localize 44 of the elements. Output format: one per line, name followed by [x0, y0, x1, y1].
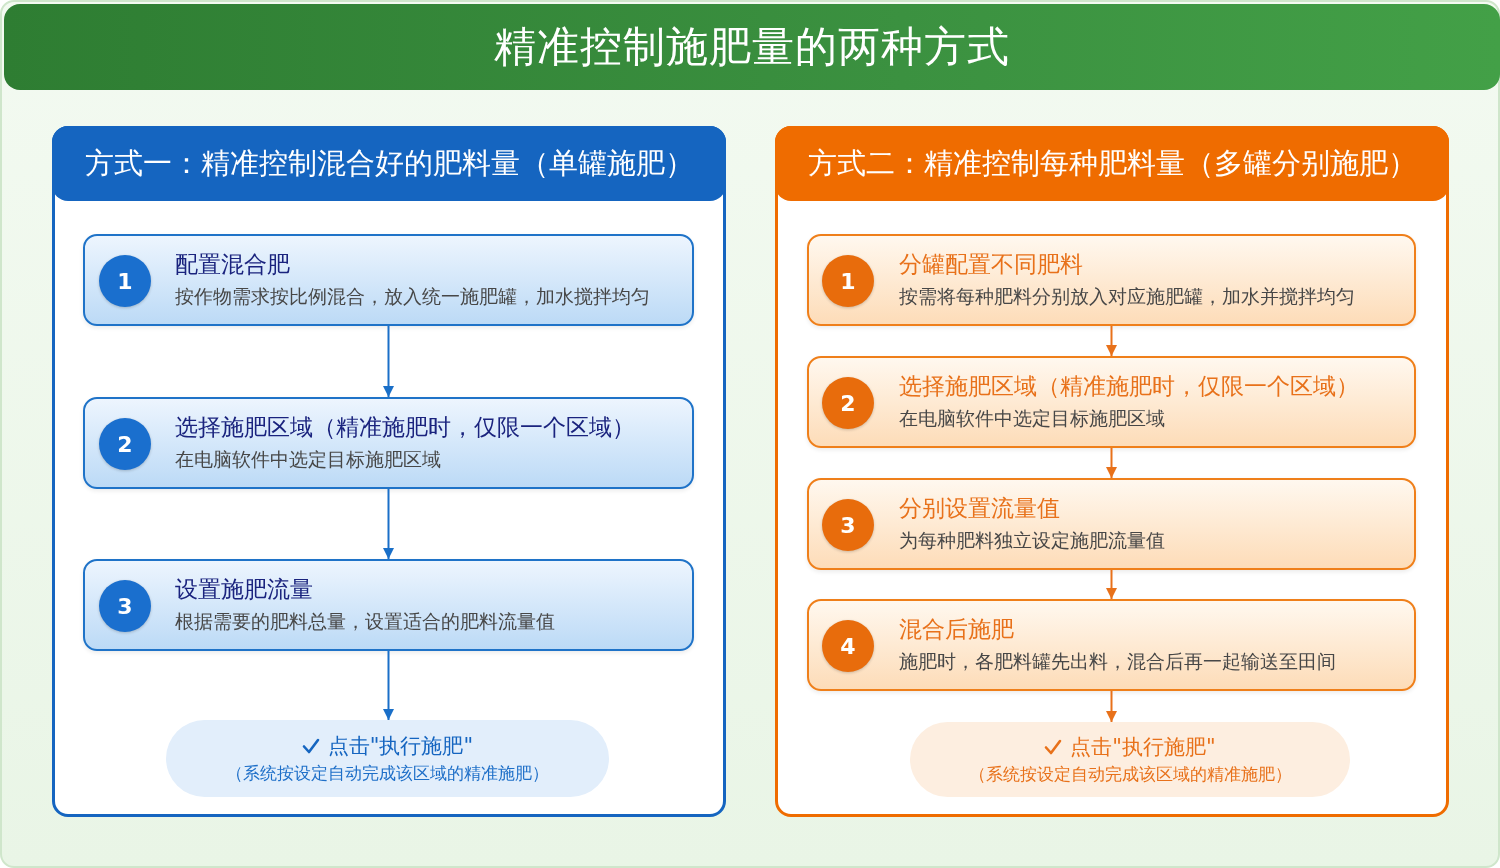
- step-title: 设置施肥流量: [175, 576, 313, 604]
- step-card: [83, 234, 694, 326]
- step-card: [83, 559, 694, 651]
- method-panel: [775, 126, 1449, 817]
- pill-title: 点击"执行施肥": [327, 733, 474, 759]
- step-title: 分别设置流量值: [899, 495, 1060, 523]
- step-description: 施肥时，各肥料罐先出料，混合后再一起输送至田间: [899, 649, 1336, 674]
- panel-header: 方式一：精准控制混合好的肥料量（单罐施肥）: [52, 126, 726, 201]
- title-banner: 精准控制施肥量的两种方式: [4, 4, 1500, 90]
- step-description: 在电脑软件中选定目标施肥区域: [899, 406, 1165, 431]
- step-title: 混合后施肥: [899, 616, 1014, 644]
- pill-note: （系统按设定自动完成该区域的精准施肥）: [226, 762, 549, 784]
- panel-header: 方式二：精准控制每种肥料量（多罐分别施肥）: [775, 126, 1449, 201]
- flow-arrow: [383, 650, 394, 721]
- step-description: 按需将每种肥料分别放入对应施肥罐，加水并搅拌均匀: [899, 284, 1355, 309]
- step-card: [807, 478, 1416, 570]
- flow-arrow: [1106, 569, 1117, 600]
- flow-arrow: [1106, 447, 1117, 479]
- step-description: 在电脑软件中选定目标施肥区域: [175, 447, 441, 472]
- flow-arrow: [383, 488, 394, 560]
- flow-arrow: [1106, 325, 1117, 357]
- step-number: 4: [822, 620, 874, 672]
- step-description: 根据需要的肥料总量，设置适合的肥料流量值: [175, 609, 555, 634]
- step-number: 2: [99, 418, 151, 470]
- step-description: 按作物需求按比例混合，放入统一施肥罐，加水搅拌均匀: [175, 284, 650, 309]
- flow-arrow: [383, 325, 394, 398]
- step-number: 3: [99, 580, 151, 632]
- step-title: 分罐配置不同肥料: [899, 251, 1083, 279]
- step-number: 1: [822, 255, 874, 307]
- pill-note: （系统按设定自动完成该区域的精准施肥）: [968, 763, 1292, 785]
- step-number: 1: [99, 255, 151, 307]
- step-card: [807, 234, 1416, 326]
- step-description: 为每种肥料独立设定施肥流量值: [899, 528, 1165, 553]
- method-panel: [52, 126, 726, 817]
- step-title: 配置混合肥: [175, 251, 290, 279]
- pill-title: 点击"执行施肥": [1070, 734, 1216, 760]
- step-number: 3: [822, 499, 874, 551]
- step-title: 选择施肥区域（精准施肥时，仅限一个区域）: [175, 414, 635, 442]
- step-number: 2: [822, 377, 874, 429]
- step-card: [83, 397, 694, 489]
- step-title: 选择施肥区域（精准施肥时，仅限一个区域）: [899, 373, 1359, 401]
- flow-arrow: [1106, 690, 1117, 723]
- step-card: [807, 599, 1416, 691]
- step-card: [807, 356, 1416, 448]
